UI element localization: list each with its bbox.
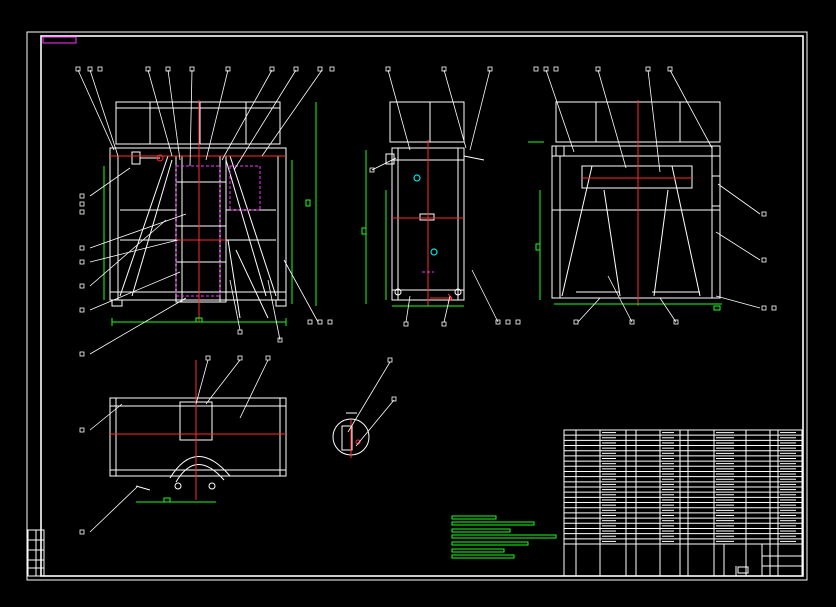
side-view (361, 101, 485, 307)
sheet-inner-border (40, 35, 804, 577)
sheet-outer-border (26, 31, 808, 581)
detail-view (332, 412, 370, 458)
leader-lines (77, 69, 761, 533)
technical-notes (451, 515, 557, 559)
rear-view (528, 100, 722, 311)
revision-strip (27, 529, 45, 577)
corner-stamp (42, 36, 77, 44)
front-view (103, 100, 317, 326)
plan-view (109, 360, 287, 503)
title-block (723, 543, 803, 577)
parts-list (563, 429, 803, 577)
balloon-labels (75, 66, 777, 535)
